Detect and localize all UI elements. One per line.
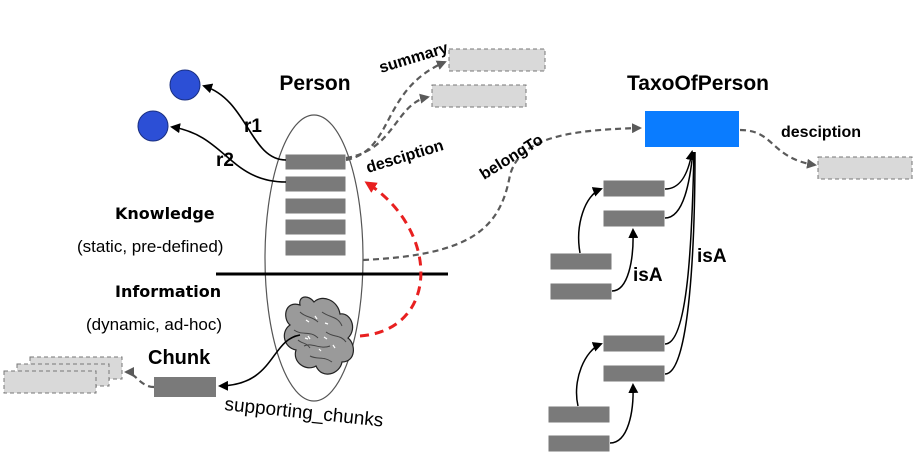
information-title: Information (115, 282, 221, 301)
summary-box (448, 48, 546, 72)
isa-label-2: isA (697, 246, 727, 267)
entity-node-r1 (169, 69, 201, 101)
taxo-bar (602, 209, 666, 228)
person-ellipse (264, 114, 364, 402)
information-subtitle: (dynamic, ad-hoc) (86, 315, 222, 334)
person-bar (284, 153, 347, 171)
isa-label-1: isA (633, 265, 663, 286)
knowledge-title: Knowledge (115, 204, 215, 223)
supporting-chunks-label: supporting_chunks (223, 394, 384, 432)
summary-label: summary (377, 40, 450, 77)
person-property-bars (284, 153, 347, 257)
description-label-person: desciption (364, 137, 445, 177)
description-edge-taxo (739, 128, 817, 169)
isa-edges (575, 150, 696, 444)
isa-edge-lower-left-1 (578, 187, 603, 254)
taxo-bar (602, 179, 666, 198)
r2-label: r2 (216, 150, 234, 171)
taxo-bar (602, 334, 666, 353)
chunk-to-stack-edge (124, 367, 155, 389)
description-label-taxo: desciption (781, 124, 861, 141)
taxo-bar (602, 364, 666, 383)
person-bar (284, 239, 347, 257)
r2-edge (170, 123, 287, 183)
chunk-node (154, 377, 216, 397)
information-cloud (283, 296, 354, 375)
taxo-bar (547, 434, 611, 453)
taxo-title: TaxoOfPerson (627, 72, 769, 95)
supporting-chunks-edge (218, 334, 301, 391)
description-box-person (431, 84, 527, 108)
isa-edge-bottom-1 (575, 342, 603, 407)
description-edge-person (345, 93, 430, 160)
isa-edge-lower-left-2 (611, 228, 639, 292)
r1-edge (202, 83, 287, 161)
description-box-taxo (817, 156, 913, 180)
chunk-stack (3, 356, 123, 394)
taxonomy-bars (547, 179, 666, 453)
knowledge-subtitle: (static, pre-defined) (77, 237, 223, 256)
belongto-label: belongTo (477, 131, 546, 183)
entity-node-r2 (137, 110, 169, 142)
taxo-node (645, 111, 739, 147)
chunk-title: Chunk (148, 347, 211, 369)
person-bar (284, 175, 347, 193)
person-bar (284, 197, 347, 215)
r1-label: r1 (244, 116, 262, 137)
taxo-bar (547, 405, 611, 424)
person-bar (284, 218, 347, 236)
isa-edge-bottom-2 (609, 383, 639, 444)
taxo-bar (549, 282, 613, 301)
belongto-edge (362, 123, 642, 262)
person-title: Person (279, 72, 350, 95)
information-to-knowledge-edge (359, 181, 423, 338)
taxo-bar (549, 252, 613, 271)
